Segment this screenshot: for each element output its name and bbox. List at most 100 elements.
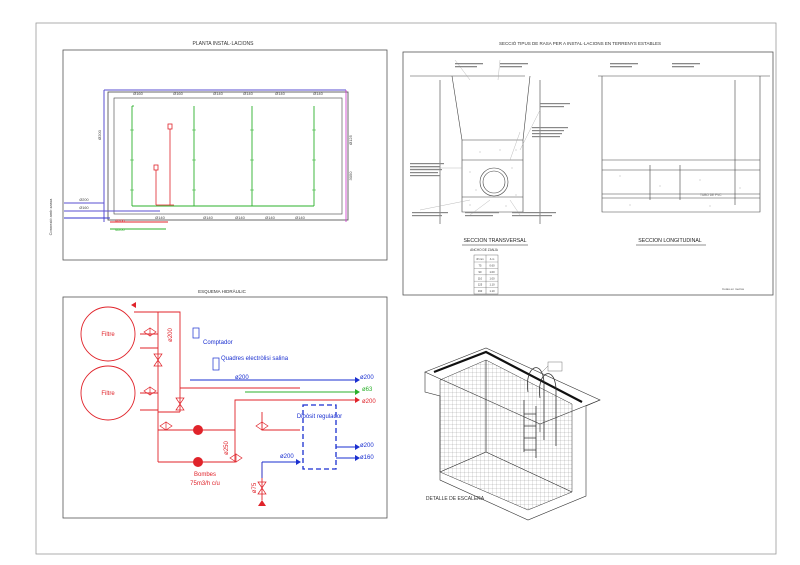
pool-outline	[107, 91, 349, 221]
stair-title: DETALLE DE ESCALERA	[426, 496, 485, 502]
longitudinal-fill-dots	[619, 175, 741, 207]
bottom-dim-1: Ø140	[155, 215, 166, 220]
transverse-leaders	[410, 59, 541, 216]
ladder-callout	[547, 361, 563, 372]
top-dim-3: Ø140	[213, 91, 224, 96]
top-dim-2: Ø160	[173, 91, 184, 96]
line-5-diameter: ø200	[360, 443, 374, 449]
section-frame	[402, 51, 774, 296]
floor-tiles	[439, 451, 573, 511]
top-dim-1: Ø160	[133, 91, 144, 96]
valves	[143, 327, 269, 495]
blue-piping	[190, 379, 355, 478]
trench-table: Ø mm A m 75 0.60 90 1.00 110 1.00 125 1.…	[473, 254, 499, 295]
inlet-dim-4: Ø200	[115, 228, 124, 232]
tank-label: Dipòsit regulador	[297, 414, 342, 420]
table-row-1-a: 0.60	[489, 264, 495, 268]
filter-1-label: Filtre	[101, 332, 115, 338]
inlet-dim-3: Ø200	[115, 219, 124, 223]
pump-column-diameter: ø250	[224, 441, 230, 455]
line-6-diameter: ø160	[360, 455, 374, 461]
pumps-label: Bombes	[194, 472, 216, 478]
longitudinal-trench	[598, 75, 770, 213]
pump-1-icon	[193, 425, 203, 435]
transverse-trench	[410, 75, 541, 224]
plan-title: PLANTA INSTAL·LACIONS	[193, 41, 255, 47]
main-vertical-diameter: ø200	[168, 328, 174, 342]
line-4-diameter: ø200	[280, 454, 294, 460]
electrolysis-label: Quadres electròlisi salina	[221, 356, 289, 362]
right-dim: Ø125	[348, 134, 353, 145]
drain-outlet-icon	[258, 500, 266, 506]
scheme-title: ESQUEMA HIDRÀULIC	[198, 288, 247, 294]
ladder-callout-leader	[539, 365, 549, 375]
red-return	[153, 123, 174, 206]
table-row-3-a: 1.00	[489, 276, 495, 280]
green-arrow	[355, 389, 360, 395]
top-dim-4: Ø140	[243, 91, 254, 96]
stair-panel: DETALLE DE ESCALERA	[424, 347, 601, 521]
bottom-dim-3: Ø140	[235, 215, 246, 220]
green-laterals	[131, 105, 315, 207]
table-row-3-d: 110	[478, 276, 483, 280]
table-row-2-a: 1.00	[489, 270, 495, 274]
table-row-4-a: 1.10	[489, 283, 495, 287]
pump-2-icon	[193, 457, 203, 467]
inlet-dim-2: Ø160	[79, 206, 88, 210]
scheme-panel: ESQUEMA HIDRÀULIC Filtre Filtre	[62, 288, 388, 519]
table-header-width: A m	[490, 257, 494, 261]
longitudinal-label: SECCION LONGITUDINAL	[638, 238, 702, 244]
drain-diameter: ø75	[252, 482, 258, 493]
regulator-tank	[302, 404, 337, 470]
green-lateral-ticks	[130, 129, 316, 191]
top-dim-5: Ø140	[275, 91, 286, 96]
table-row-1-d: 75	[479, 264, 482, 268]
left-dim: Ø200	[97, 129, 102, 140]
line-2-diameter: ø63	[362, 387, 373, 393]
bottom-dim-4: Ø140	[265, 215, 276, 220]
table-row-4-d: 125	[478, 283, 483, 287]
line-1b-diameter: ø200	[360, 375, 374, 381]
inlet-dim-1: Ø200	[79, 198, 88, 202]
plan-frame	[62, 49, 388, 261]
filter-2-tank	[80, 365, 136, 421]
plan-panel: PLANTA INSTAL·LACIONS	[48, 41, 388, 261]
transverse-fill-dots	[469, 149, 517, 207]
filter-1-tank	[80, 306, 136, 362]
drain-arrow	[131, 302, 136, 308]
pool-shell	[424, 372, 601, 521]
table-header-diameter: Ø mm	[476, 257, 483, 261]
flow-arrows	[296, 377, 360, 465]
bottom-dim-2: Ø140	[203, 215, 214, 220]
table-row-5-a: 1.10	[489, 289, 495, 293]
pool-coping	[433, 350, 583, 403]
plan-bottom-dims: Ø140 Ø140 Ø140 Ø140 Ø140	[155, 215, 306, 220]
plan-top-dims: Ø160 Ø160 Ø140 Ø140 Ø140 Ø140	[133, 91, 324, 96]
bottom-dim-5: Ø140	[295, 215, 306, 220]
scheme-frame	[62, 296, 388, 519]
ladder-icon	[523, 367, 557, 458]
section-title: SECCIÓ TIPUS DE RASA PER A INSTAL·LACION…	[499, 40, 661, 46]
red-arrow	[355, 397, 360, 403]
pool-inner-outline	[113, 97, 343, 215]
section-panel: SECCIÓ TIPUS DE RASA PER A INSTAL·LACION…	[402, 40, 774, 296]
filter-2-label: Filtre	[101, 391, 115, 397]
inlet-pipes	[64, 202, 168, 230]
pumps-flow: 75m3/h c/u	[190, 481, 220, 487]
note-pipe: TUBO DE PVC	[700, 193, 722, 197]
table-row-2-d: 90	[479, 270, 482, 274]
line-3-diameter: ø200	[362, 399, 376, 405]
table-row-5-d: 160	[478, 289, 483, 293]
section-notes	[410, 63, 700, 217]
transverse-label: SECCION TRANSVERSAL	[463, 238, 526, 244]
connection-note: Connexió amb xarxa	[48, 198, 53, 235]
meter-icon	[192, 327, 200, 339]
line-1-diameter: ø200	[235, 375, 249, 381]
meter-label: Comptador	[203, 340, 233, 346]
top-dim-6: Ø140	[313, 91, 324, 96]
table-title: ANCHO DE ZANJA	[470, 248, 499, 252]
side-measure: 3050	[348, 171, 353, 181]
red-piping	[134, 311, 355, 500]
electrolysis-icon	[212, 357, 220, 371]
section-footnote: Cotas en metros	[722, 287, 745, 291]
